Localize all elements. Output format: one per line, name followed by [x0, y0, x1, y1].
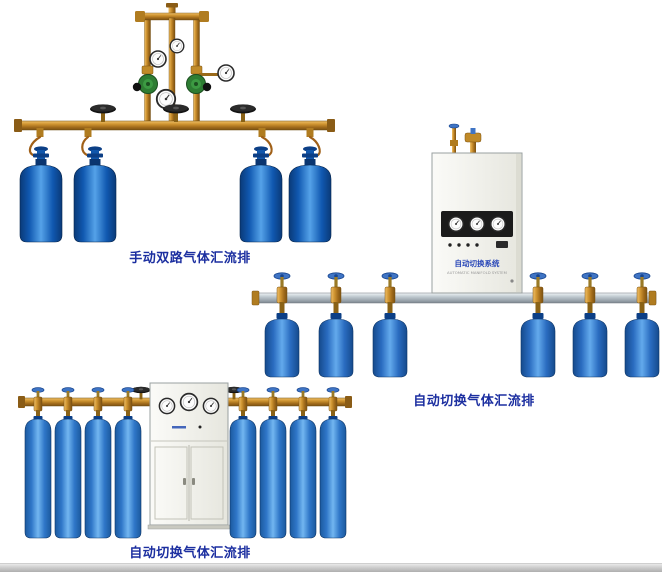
riser-pipework: [135, 3, 218, 122]
gas-cylinder: [229, 387, 257, 539]
gas-cylinder: [239, 146, 283, 243]
pressure-gauge: [149, 50, 167, 68]
gas-cylinder: [73, 146, 117, 243]
pressure-gauge: [469, 216, 485, 232]
pipe-fittings: [36, 128, 314, 137]
auto-manifold-right-illustration: 自动切换系统 AUTOMATIC MANIFOLD SYSTEM: [251, 123, 660, 378]
caption-auto-manifold-bottom: 自动切换气体汇流排: [129, 546, 251, 561]
header-pipe: [14, 119, 335, 132]
keyhole: [510, 279, 514, 283]
door-handle: [192, 478, 195, 485]
caption-auto-manifold-right: 自动切换气体汇流排: [413, 394, 535, 409]
gas-cylinder: [624, 272, 660, 378]
pressure-gauge: [217, 64, 235, 82]
gas-cylinder: [259, 387, 287, 539]
pressure-gauge: [448, 216, 464, 232]
gas-cylinder: [84, 387, 112, 539]
control-cabinet: 自动切换系统 AUTOMATIC MANIFOLD SYSTEM: [431, 123, 523, 294]
gas-cylinder: [264, 272, 300, 378]
panel-switch: [496, 241, 508, 248]
pressure-gauge: [169, 38, 185, 54]
auto-manifold-bottom-illustration: [18, 382, 352, 539]
door-handle: [183, 478, 186, 485]
manual-manifold-illustration: [14, 3, 335, 243]
gas-cylinder: [372, 272, 408, 378]
gas-cylinder: [289, 387, 317, 539]
valve-handwheel: [163, 104, 189, 122]
pressure-gauge: [490, 216, 506, 232]
control-cabinet: [147, 382, 231, 530]
gas-cylinder: [520, 272, 556, 378]
caption-manual-manifold: 手动双路气体汇流排: [129, 251, 251, 266]
gas-regulator: [132, 74, 158, 94]
valve-handwheel: [230, 104, 256, 122]
valve-handwheel: [131, 386, 151, 400]
gas-cylinder: [318, 272, 354, 378]
valve-handwheel: [90, 104, 116, 122]
pressure-gauge: [158, 397, 176, 415]
gas-cylinder: [288, 146, 332, 243]
pressure-gauge: [179, 392, 199, 412]
pressure-gauge: [202, 397, 220, 415]
gas-cylinder: [24, 387, 52, 539]
cabinet-sublabel: AUTOMATIC MANIFOLD SYSTEM: [447, 270, 507, 275]
cabinet-door: [190, 446, 224, 520]
gas-cylinder: [572, 272, 608, 378]
gas-cylinder: [114, 387, 142, 539]
gas-cylinder: [54, 387, 82, 539]
cabinet-label: 自动切换系统: [455, 258, 500, 268]
gas-regulator: [186, 74, 212, 94]
panel-indicator: [172, 426, 186, 429]
bottom-border: [0, 563, 662, 572]
gas-cylinder: [319, 387, 347, 539]
cabinet-door: [154, 446, 188, 520]
pigtail-hoses: [28, 135, 321, 157]
gas-cylinder: [19, 146, 63, 243]
